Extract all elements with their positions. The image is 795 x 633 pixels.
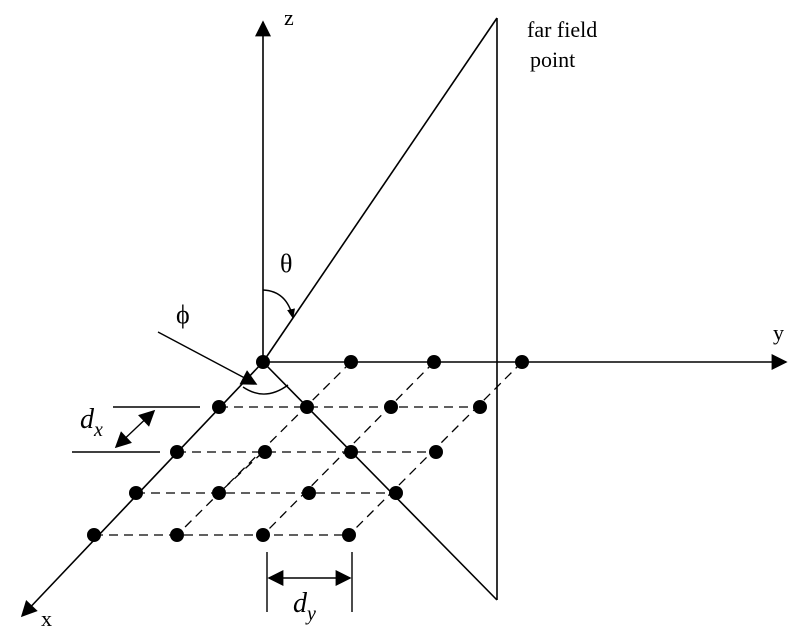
- array-element: [170, 445, 184, 459]
- far-field-label-line1: far field: [527, 17, 597, 42]
- array-element: [212, 486, 226, 500]
- dx-label: dx: [80, 404, 103, 441]
- array-element: [129, 486, 143, 500]
- ground-projection: [262, 361, 498, 601]
- array-element: [389, 486, 403, 500]
- array-element: [384, 400, 398, 414]
- array-element: [212, 400, 226, 414]
- x-axis: [20, 361, 264, 618]
- dy-label: dy: [293, 588, 316, 625]
- dx-label-main: d: [80, 404, 95, 435]
- array-element: [302, 486, 316, 500]
- far-field-label-line2: point: [530, 47, 575, 72]
- theta-label: θ: [280, 249, 292, 278]
- array-element: [300, 400, 314, 414]
- dx-label-subscript: x: [93, 419, 103, 441]
- y-axis-label: y: [773, 320, 784, 345]
- dx-dimension-arrow: [114, 409, 156, 449]
- array-grid: [94, 361, 523, 536]
- line-of-sight: [262, 17, 498, 363]
- array-element: [342, 528, 356, 542]
- array-element: [258, 445, 272, 459]
- dy-label-main: d: [293, 588, 308, 619]
- array-element: [515, 355, 529, 369]
- array-element: [344, 445, 358, 459]
- far-field-lines: [262, 17, 498, 601]
- phi-label: ϕ: [176, 300, 190, 329]
- dy-label-subscript: y: [305, 603, 316, 625]
- phi-arc: [157, 331, 289, 395]
- array-elements: [87, 355, 529, 542]
- grid-column-line: [218, 451, 264, 494]
- axes: [20, 20, 788, 618]
- array-element: [256, 355, 270, 369]
- array-element: [427, 355, 441, 369]
- theta-arc: [262, 289, 295, 319]
- array-element: [256, 528, 270, 542]
- theta-arc-path: [262, 289, 295, 319]
- array-element: [344, 355, 358, 369]
- x-axis-label: x: [41, 606, 52, 631]
- phi-arc-path: [242, 384, 289, 395]
- phi-pointer: [157, 331, 258, 385]
- array-element: [473, 400, 487, 414]
- array-element: [170, 528, 184, 542]
- dx-indicator: [72, 406, 200, 453]
- array-element: [87, 528, 101, 542]
- dy-indicator: [266, 552, 353, 612]
- labels: z y x far field point θ ϕ dx dy: [41, 5, 784, 631]
- array-element: [429, 445, 443, 459]
- z-axis-label: z: [284, 5, 294, 30]
